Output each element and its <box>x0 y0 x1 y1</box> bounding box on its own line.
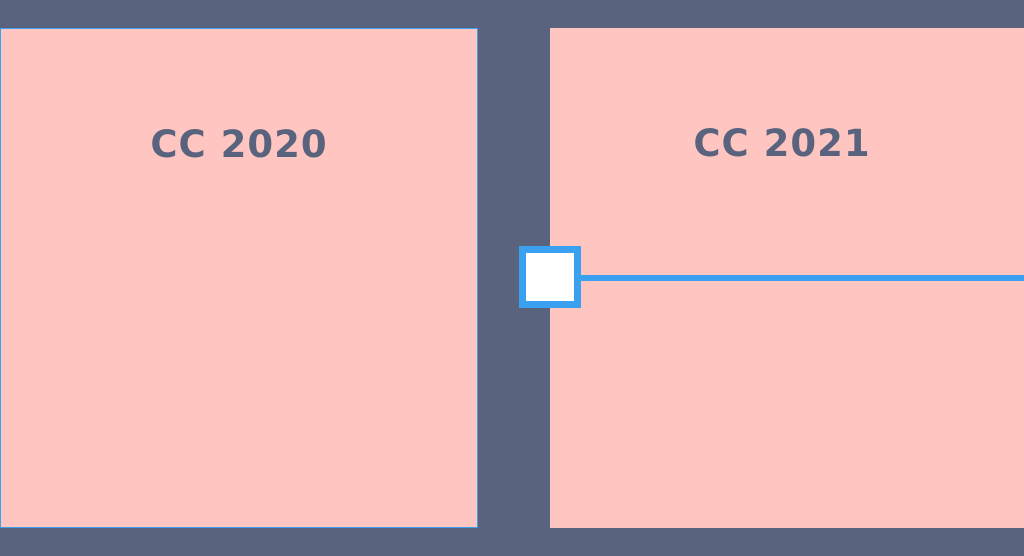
right-panel-title: CC 2021 <box>693 122 871 165</box>
left-panel-title: CC 2020 <box>150 123 328 166</box>
comparison-slider-handle[interactable] <box>519 246 581 308</box>
split-guide-line <box>578 275 1024 281</box>
left-panel-cc-2020: CC 2020 <box>0 28 478 528</box>
